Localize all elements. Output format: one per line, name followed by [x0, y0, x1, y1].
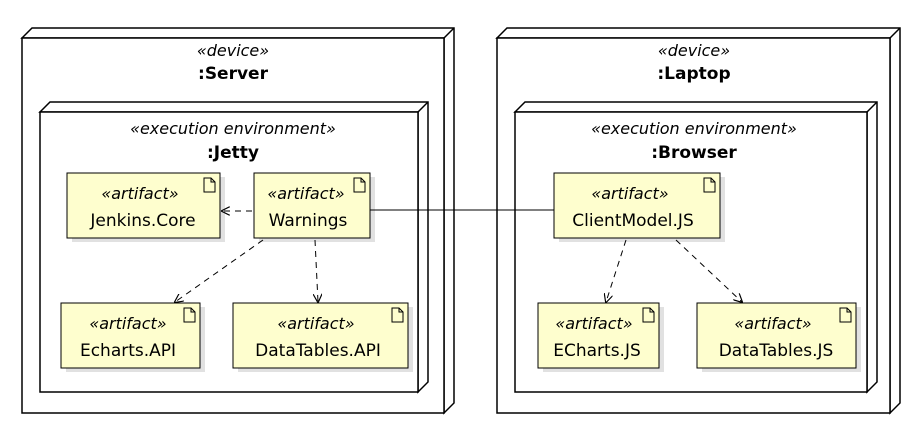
artifact-warnings: «artifact» Warnings: [253, 172, 375, 242]
artifact-icon: [183, 307, 196, 323]
artifact-stereotype: «artifact»: [591, 184, 668, 203]
artifact-icon: [839, 307, 852, 323]
artifact-icon: [703, 177, 716, 193]
artifact-name: ECharts.JS: [553, 341, 641, 361]
artifact-icon: [642, 307, 655, 323]
artifact-stereotype: «artifact»: [267, 184, 344, 203]
artifact-echarts-js: «artifact» ECharts.JS: [537, 302, 664, 372]
dependency-clientmodel-to-datatables-js: [675, 239, 742, 302]
artifact-stereotype: «artifact»: [555, 314, 632, 333]
jetty-stereotype: «execution environment»: [130, 119, 336, 138]
artifact-icon: [203, 177, 216, 193]
artifact-name: Warnings: [269, 211, 348, 231]
artifact-datatables-js: «artifact» DataTables.JS: [696, 302, 861, 372]
jetty-title: :Jetty: [207, 143, 259, 163]
artifact-echarts-api: «artifact» Echarts.API: [60, 302, 205, 372]
browser-stereotype: «execution environment»: [591, 119, 797, 138]
server-title: :Server: [198, 64, 269, 84]
artifact-stereotype: «artifact»: [734, 314, 811, 333]
browser-title: :Browser: [651, 143, 737, 163]
server-stereotype: «device»: [197, 41, 269, 60]
dependency-warnings-to-echarts-api: [175, 239, 264, 302]
artifact-name: Echarts.API: [80, 341, 176, 361]
artifact-jenkins-core: «artifact» Jenkins.Core: [66, 172, 225, 242]
artifact-name: ClientModel.JS: [572, 211, 693, 231]
artifact-datatables-api: «artifact» DataTables.API: [232, 302, 413, 372]
artifact-stereotype: «artifact»: [101, 184, 178, 203]
artifact-name: DataTables.JS: [719, 341, 834, 361]
artifact-icon: [391, 307, 404, 323]
artifact-clientmodel-js: «artifact» ClientModel.JS: [553, 172, 725, 242]
artifact-name: Jenkins.Core: [89, 211, 195, 231]
artifact-stereotype: «artifact»: [277, 314, 354, 333]
artifact-name: DataTables.API: [255, 341, 381, 361]
laptop-stereotype: «device»: [658, 41, 730, 60]
artifact-icon: [353, 177, 366, 193]
artifact-stereotype: «artifact»: [89, 314, 166, 333]
laptop-title: :Laptop: [657, 64, 730, 84]
